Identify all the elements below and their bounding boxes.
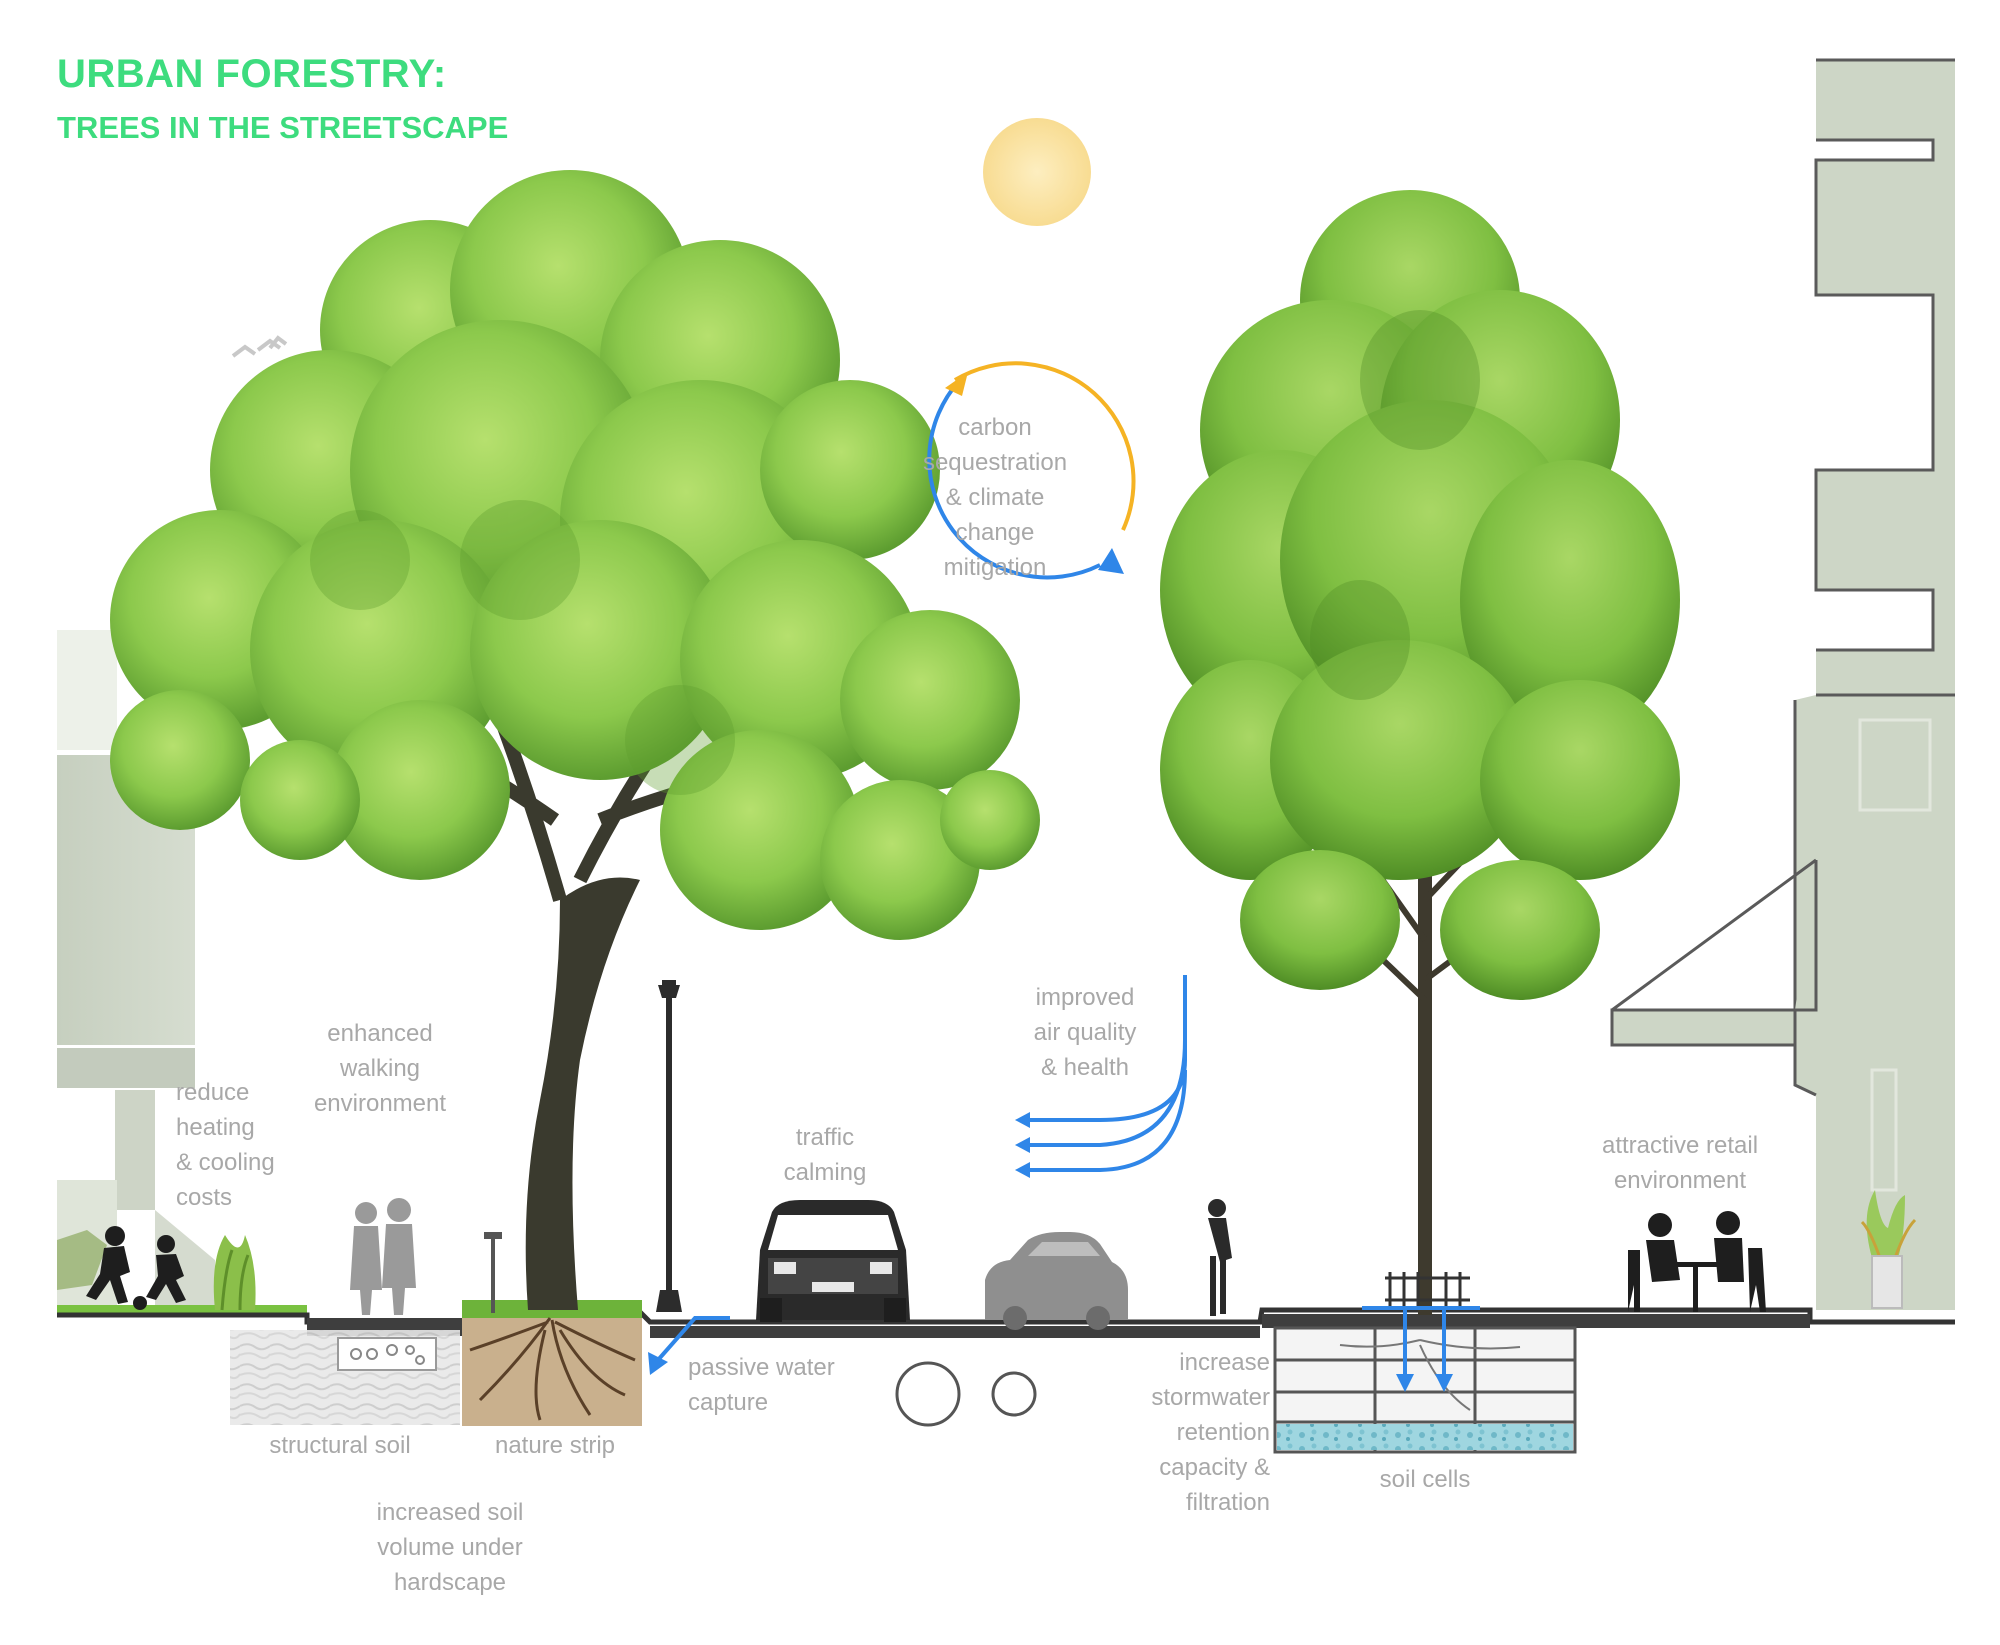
right-building xyxy=(1610,58,1955,1310)
carbon-cycle-icon xyxy=(927,361,1136,580)
arrow-head-icon xyxy=(1015,1137,1030,1153)
soil-cells xyxy=(1273,1326,1577,1454)
children-icon xyxy=(86,1226,186,1310)
pipe-icon xyxy=(895,1361,961,1427)
passive-water-arrow xyxy=(656,1316,730,1362)
arrow-head-icon xyxy=(1015,1112,1030,1128)
bollard-lamp-icon xyxy=(484,1232,502,1313)
shrub-icon xyxy=(213,1235,256,1311)
soil-cells-label: soil cells xyxy=(1379,1466,1471,1493)
structural-soil-label: structural soil xyxy=(269,1432,411,1459)
street-lamp-icon xyxy=(656,980,682,1312)
pipe-bundle-icon xyxy=(337,1337,437,1371)
cafe-diners-icon xyxy=(1628,1211,1766,1312)
stormwater-arrows xyxy=(1362,1306,1480,1380)
tree-grate-icon xyxy=(1385,1272,1470,1310)
car-front-icon xyxy=(756,1200,910,1322)
arrow-head-icon xyxy=(1015,1162,1030,1178)
car-side-icon xyxy=(985,1232,1128,1330)
arrow-head-icon xyxy=(945,372,968,396)
nature-strip xyxy=(462,1300,642,1426)
air-quality-arrows xyxy=(1025,975,1187,1172)
sun-icon xyxy=(983,118,1091,226)
left-building xyxy=(57,630,215,1310)
large-tree xyxy=(110,170,1040,1310)
title-line-2: TREES IN THE STREETSCAPE xyxy=(57,110,509,145)
pipe-icon xyxy=(991,1371,1037,1417)
arrow-head-icon xyxy=(648,1352,668,1375)
arrow-head-icon xyxy=(1098,548,1124,574)
planter-icon xyxy=(1860,1190,1917,1309)
arrow-head-icon xyxy=(1396,1374,1414,1392)
cyclist-icon xyxy=(1208,1199,1232,1316)
ground-section xyxy=(57,1305,1955,1338)
arrow-head-icon xyxy=(1435,1374,1453,1392)
street-tree xyxy=(1160,190,1680,1315)
pedestrians-icon xyxy=(350,1198,416,1315)
nature-strip-label: nature strip xyxy=(494,1432,616,1459)
title-line-1: URBAN FORESTRY: xyxy=(57,52,447,96)
